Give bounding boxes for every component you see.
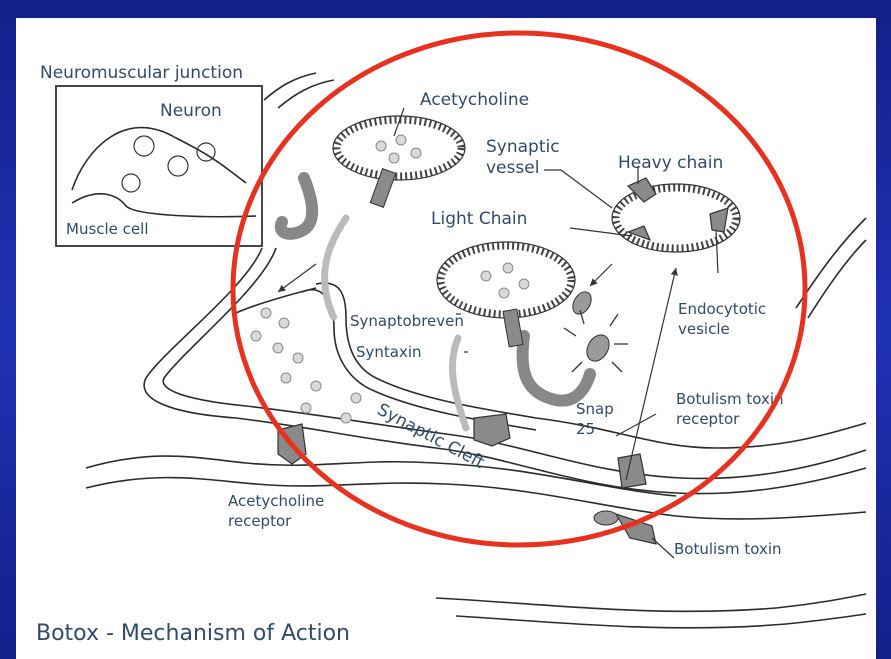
label-synaptobreven: Synaptobreven — [350, 312, 464, 330]
label-snap-1: Snap — [576, 400, 614, 418]
label-synaptic-vessel-1: Synaptic — [486, 137, 560, 157]
label-neuromuscular-junction: Neuromuscular junction — [40, 63, 243, 83]
label-endocytotic-1: Endocytotic — [678, 300, 766, 318]
label-light-chain: Light Chain — [431, 209, 527, 229]
label-botulism-receptor-2: receptor — [676, 410, 740, 428]
endocytotic-vesicle — [612, 178, 740, 252]
label-heavy-chain: Heavy chain — [618, 153, 723, 173]
label-muscle-cell: Muscle cell — [66, 220, 149, 238]
botox-diagram: Neuromuscular junction Neuron Muscle cel… — [16, 18, 876, 659]
label-botulism-receptor-1: Botulism toxin — [676, 390, 784, 408]
label-snap-2: 25 — [576, 420, 595, 438]
label-acetycholine-receptor-1: Acetycholine — [228, 492, 324, 510]
vesicle-middle — [437, 242, 575, 318]
vesicle-top — [333, 116, 465, 180]
label-botulism-toxin: Botulism toxin — [674, 540, 782, 558]
label-neuron: Neuron — [160, 101, 222, 121]
label-synaptic-vessel-2: vessel — [486, 158, 539, 178]
label-syntaxin: Syntaxin — [356, 343, 422, 361]
slide-caption: Botox - Mechanism of Action — [36, 621, 350, 646]
label-acetycholine: Acetycholine — [420, 90, 529, 110]
label-acetycholine-receptor-2: receptor — [228, 512, 292, 530]
diagram-panel: Neuromuscular junction Neuron Muscle cel… — [16, 18, 876, 659]
label-endocytotic-2: vesicle — [678, 320, 730, 338]
